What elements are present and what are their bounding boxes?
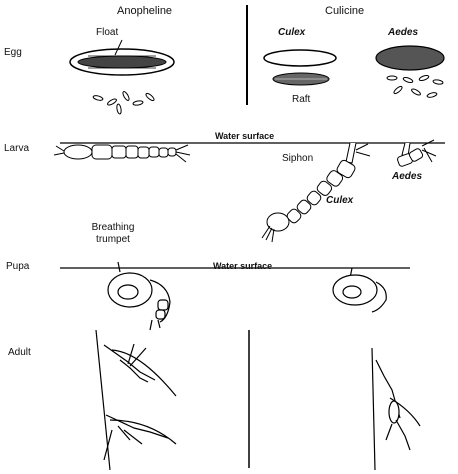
stage-label-pupa: Pupa [6,261,30,272]
float-label: Float [96,27,119,38]
stage-label-egg: Egg [4,47,22,58]
genus-label-aedes: Aedes [388,27,419,38]
culex-raft [272,72,330,86]
culex-larva [261,142,371,243]
larva-aedes-label: Aedes [392,171,423,182]
column-header-anopheline: Anopheline [117,5,173,17]
anopheline-larva [53,144,191,163]
culicine-adult [371,347,421,471]
aedes-egg [375,45,445,71]
water-surface-label-pupa: Water surface [213,261,273,271]
anopheline-adult-lower [103,414,177,461]
column-header-culicine: Culicine [325,5,365,17]
anopheline-egg [69,39,175,76]
anopheline-eggs-scattered [92,91,155,115]
stage-label-adult: Adult [8,347,31,358]
stage-label-larva: Larva [4,143,30,154]
culex-egg [263,49,337,67]
raft-label: Raft [292,94,311,105]
anopheline-pupa [107,261,171,331]
aedes-eggs-scattered [386,74,444,98]
water-surface-label-larva: Water surface [215,131,275,141]
siphon-label: Siphon [282,153,314,164]
larva-culex-label: Culex [326,195,354,206]
genus-label-culex: Culex [278,27,306,38]
aedes-larva [397,139,437,167]
breathing-trumpet-label: Breathing trumpet [91,222,135,245]
anopheline-adult-upper [95,329,177,471]
culicine-pupa [332,267,387,313]
